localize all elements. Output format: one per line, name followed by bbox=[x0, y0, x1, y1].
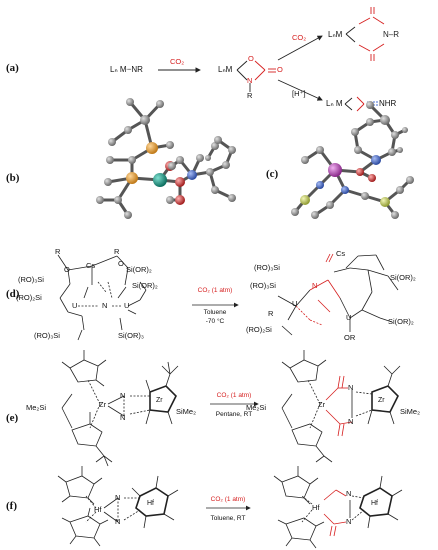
panel-e-me2si-2: Me₂Si bbox=[246, 403, 266, 412]
panel-d-product-u-1: U bbox=[292, 299, 298, 308]
panel-a-lower-product-nhr: NHR bbox=[379, 99, 397, 108]
panel-d-ro3si-2: (RO)₃Si bbox=[34, 331, 60, 340]
panel-a-intermediate-lnm: LₙM bbox=[218, 65, 233, 74]
panel-c-crystal-structure bbox=[291, 101, 414, 219]
panel-a-intermediate-r: R bbox=[247, 91, 253, 100]
panel-e-n-2: N bbox=[120, 413, 126, 422]
panel-f-n-2: N bbox=[115, 517, 121, 526]
panel-d-cs: Cs bbox=[86, 261, 96, 270]
panel-d-sior2-2: Si(OR)₂ bbox=[132, 281, 158, 290]
panel-d-temperature: -70 °C bbox=[205, 318, 225, 325]
panel-d-label: (d) bbox=[6, 288, 20, 300]
panel-a-intermediate-o: O bbox=[248, 54, 254, 63]
panel-d-product-n: N bbox=[312, 281, 318, 290]
panel-a-reagent: CO₂ bbox=[170, 57, 185, 66]
metal-center-atom bbox=[153, 173, 167, 187]
panel-e-zr-1: Zr bbox=[99, 400, 107, 409]
panel-e-sime2-2: SiMe₂ bbox=[400, 407, 420, 416]
panel-f-reagent: CO₂ (1 atm) bbox=[210, 496, 246, 503]
panel-a-intermediate-co: O bbox=[277, 65, 283, 74]
panel-a-label: (a) bbox=[6, 62, 19, 74]
panel-d-o-2: O bbox=[118, 259, 124, 268]
panel-a-lower-product-lnm: Lₙ M bbox=[326, 99, 343, 108]
panel-d-r-1: R bbox=[55, 247, 61, 256]
panel-c-label: (c) bbox=[266, 168, 279, 180]
panel-a-upper-product-nr: N–R bbox=[383, 30, 400, 39]
panel-d-product-u-2: U bbox=[346, 313, 352, 322]
panel-f-hf-1: Hf bbox=[94, 505, 102, 514]
panel-e-n-4: N bbox=[348, 417, 354, 426]
phosphorus-atom-2 bbox=[126, 172, 138, 184]
panel-f-conditions: Toluene, RT bbox=[210, 515, 246, 522]
panel-b-label: (b) bbox=[6, 172, 20, 184]
panel-e-me2si-1: Me₂Si bbox=[26, 403, 46, 412]
panel-d-reagent: CO₂ (1 atm) bbox=[197, 287, 233, 294]
panel-d-n: N bbox=[102, 301, 108, 310]
panel-d-product-ro2si: (RO)₂Si bbox=[246, 325, 272, 334]
panel-d-o-1: O bbox=[64, 265, 70, 274]
panel-f-n-3: N bbox=[346, 489, 352, 498]
panel-e-zr-3: Zr bbox=[318, 400, 326, 409]
panel-f-label: (f) bbox=[6, 500, 17, 512]
panel-d-solvent: Toluene bbox=[203, 309, 227, 316]
panel-d-product-sior2-2: Si(OR)₂ bbox=[388, 317, 414, 326]
panel-d-product-cs: Cs bbox=[336, 249, 346, 258]
panel-f-scheme bbox=[57, 466, 403, 549]
panel-f-hf-3: Hf bbox=[312, 503, 320, 512]
panel-d-product-or: OR bbox=[344, 333, 356, 342]
panel-e-label: (e) bbox=[6, 412, 19, 424]
panel-e-scheme bbox=[61, 350, 401, 467]
metal-center-atom-c bbox=[328, 163, 342, 177]
panel-d-ro3si-1: (RO)₃Si bbox=[18, 275, 44, 284]
panel-f-hf-2: Hf bbox=[147, 500, 154, 507]
panel-a-scheme bbox=[158, 7, 385, 112]
panel-d-scheme bbox=[57, 253, 399, 341]
panel-a-upper-reagent: CO₂ bbox=[292, 33, 307, 42]
panel-a-arrow-upper bbox=[277, 35, 323, 61]
panel-d-product-r: R bbox=[268, 309, 274, 318]
panel-d-ro2si: (RO)₂Si bbox=[16, 293, 42, 302]
panel-e-n-1: N bbox=[120, 391, 126, 400]
panel-f-n-4: N bbox=[346, 517, 352, 526]
panel-d-product-ro3si-2: (RO)₃Si bbox=[250, 281, 276, 290]
panel-d-conditions: CO₂ (1 atm) bbox=[190, 287, 240, 295]
panel-d-product-sior2-1: Si(OR)₂ bbox=[390, 273, 416, 282]
panel-e-sime2-1: SiMe₂ bbox=[176, 407, 196, 416]
panel-f-n-1: N bbox=[115, 493, 121, 502]
panel-e-conditions: Pentane, RT bbox=[215, 411, 253, 418]
panel-a-intermediate-n: N bbox=[247, 76, 253, 85]
panel-d-r-2: R bbox=[114, 247, 120, 256]
panel-d-u-2: U bbox=[124, 301, 130, 310]
panel-e-zr-2: Zr bbox=[156, 397, 163, 404]
phosphorus-atom-1 bbox=[146, 142, 158, 154]
panel-b-crystal-structure bbox=[96, 98, 236, 219]
panel-a-reactant: Lₙ M┈NR bbox=[110, 65, 143, 74]
panel-a-lower-reagent: [H⁺] bbox=[292, 89, 306, 98]
panel-a-upper-ring bbox=[345, 7, 385, 61]
panel-d-sior2-1: Si(OR)₂ bbox=[126, 265, 152, 274]
panel-e-n-3: N bbox=[348, 383, 354, 392]
panel-d-u-1: U bbox=[72, 301, 78, 310]
panel-f-hf-4: Hf bbox=[371, 500, 378, 507]
panel-a-upper-product-lnm: LₙM bbox=[328, 30, 343, 39]
panel-d-sior3: Si(OR)₃ bbox=[118, 331, 144, 340]
panel-e-reagent: CO₂ (1 atm) bbox=[216, 392, 252, 399]
panel-d-product-ro3si-1: (RO)₃Si bbox=[254, 263, 280, 272]
panel-a-arrow-lower bbox=[277, 79, 323, 101]
panel-e-zr-4: Zr bbox=[378, 397, 385, 404]
